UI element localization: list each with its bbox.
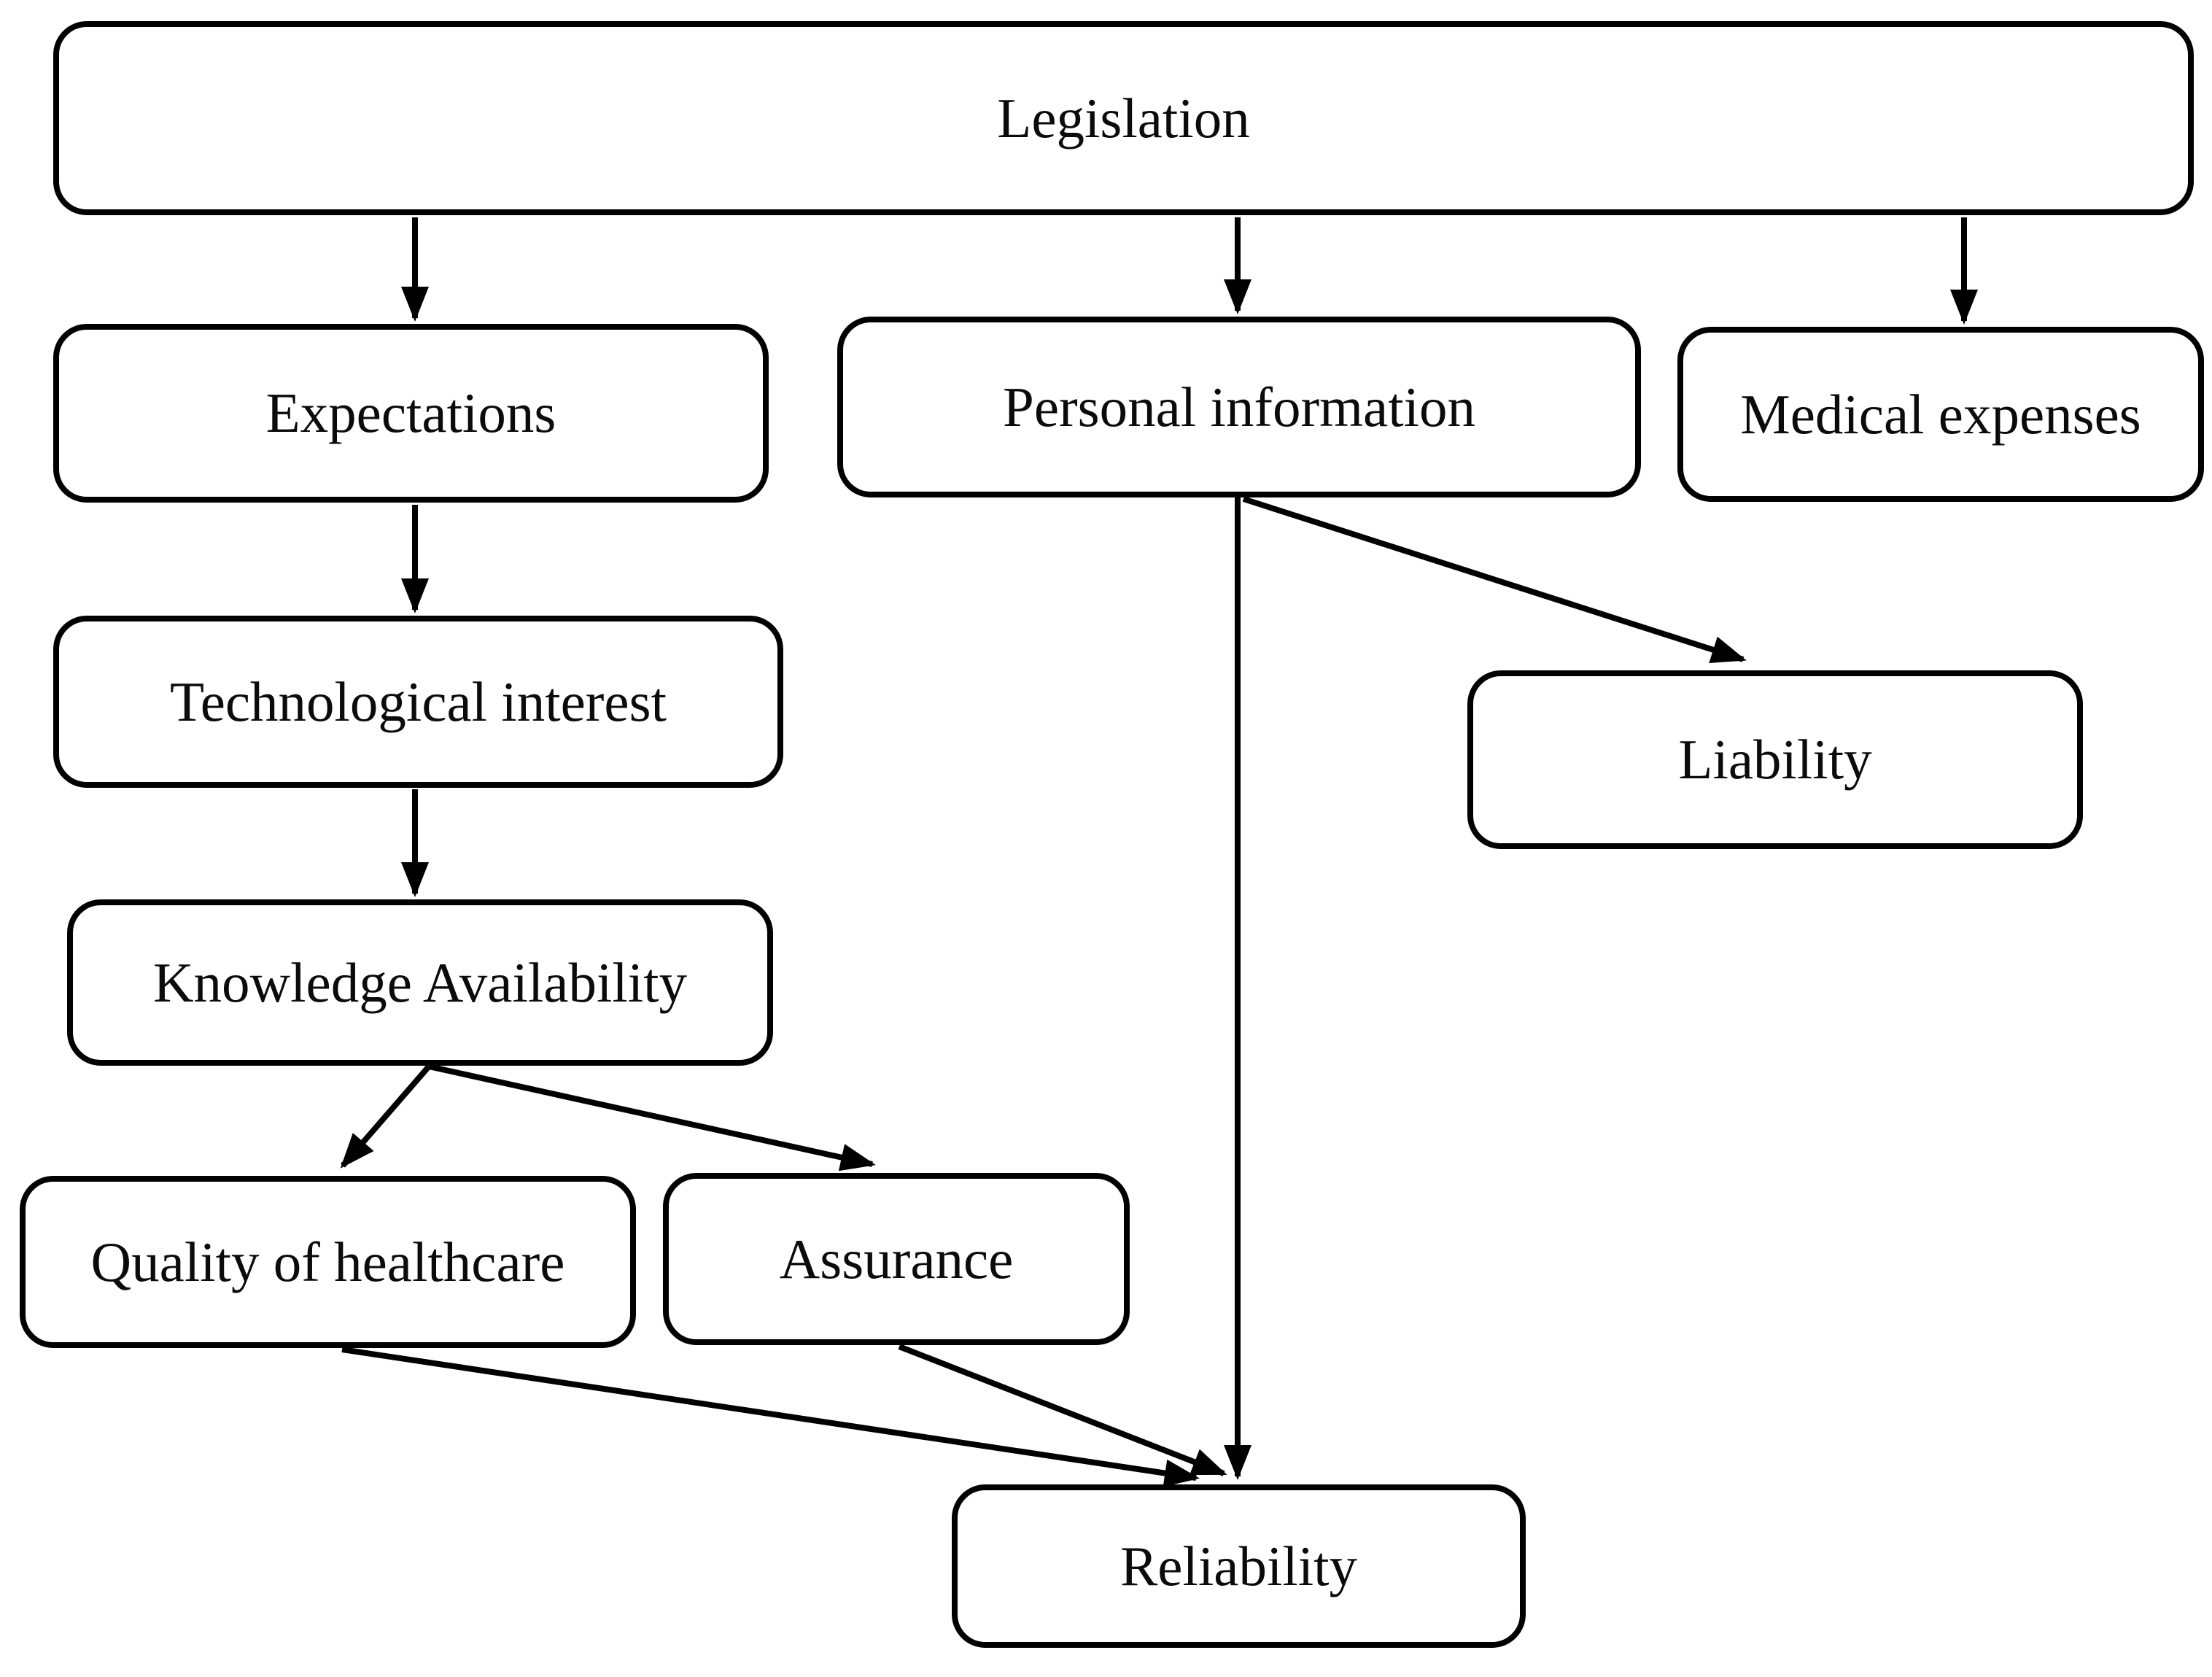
- node-assurance: Assurance: [663, 1173, 1130, 1345]
- node-technological-interest-label: Technological interest: [170, 670, 667, 733]
- node-knowledge-availability-label: Knowledge Availability: [152, 950, 688, 1014]
- node-personal-information-label: Personal information: [1003, 375, 1475, 438]
- node-legislation: Legislation: [53, 21, 2194, 215]
- node-reliability-label: Reliability: [1119, 1534, 1358, 1597]
- node-knowledge-availability: Knowledge Availability: [67, 899, 773, 1066]
- edge-personal-information-liability: [1242, 496, 1747, 663]
- node-liability: Liability: [1467, 670, 2083, 849]
- node-quality-of-healthcare: Quality of healthcare: [20, 1176, 636, 1348]
- node-personal-information: Personal information: [837, 317, 1641, 497]
- node-expectations: Expectations: [53, 324, 769, 503]
- edge-assurance-reliability: [898, 1344, 1227, 1476]
- node-liability-label: Liability: [1678, 728, 1872, 791]
- node-assurance-label: Assurance: [779, 1227, 1014, 1290]
- node-legislation-label: Legislation: [997, 86, 1250, 150]
- node-expectations-label: Expectations: [265, 382, 556, 445]
- node-technological-interest: Technological interest: [53, 616, 783, 788]
- node-reliability: Reliability: [952, 1484, 1526, 1648]
- edge-knowledge-availability-assurance: [428, 1064, 876, 1171]
- node-medical-expenses: Medical expenses: [1677, 327, 2204, 502]
- node-medical-expenses-label: Medical expenses: [1740, 382, 2141, 446]
- edge-quality-of-healthcare-reliability: [341, 1347, 1200, 1487]
- node-quality-of-healthcare-label: Quality of healthcare: [90, 1230, 565, 1293]
- edge-knowledge-availability-quality-of-healthcare: [340, 1064, 432, 1169]
